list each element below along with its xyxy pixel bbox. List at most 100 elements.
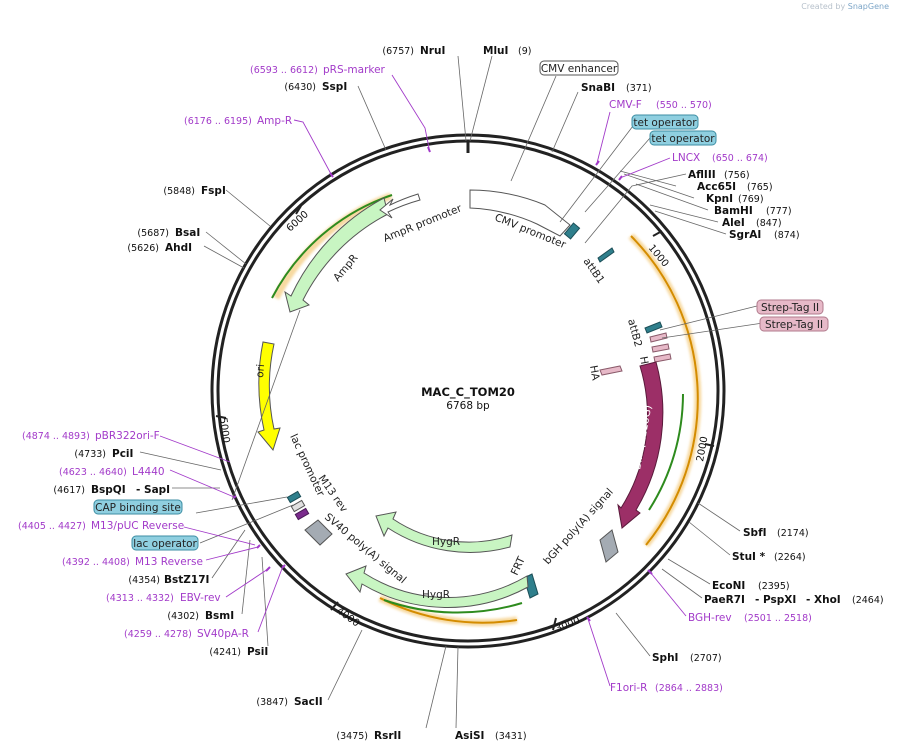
- enzyme-name: - PspXI: [755, 594, 796, 606]
- leader-line: [649, 571, 687, 617]
- leader-line: [596, 111, 611, 164]
- enzyme-name: BsmI: [205, 610, 234, 622]
- feature-box: [539, 60, 619, 76]
- orf-arc-bottom-line: [379, 597, 518, 624]
- enzyme-pos: (4354): [128, 575, 160, 586]
- primer-labels: (6593 .. 6612) pRS-marker (6176 .. 6195)…: [18, 64, 812, 694]
- enzyme-pos: (6757): [382, 46, 414, 57]
- primer-pos: (2501 .. 2518): [744, 613, 812, 624]
- leader-line: [455, 646, 459, 729]
- feature-box: [756, 299, 824, 315]
- primer-mark: [586, 616, 591, 622]
- enzyme-name: PciI: [112, 448, 133, 460]
- attb1-arrow: [597, 247, 615, 263]
- primer-leaders: [159, 74, 687, 687]
- enzyme-name: BsaI: [175, 227, 200, 239]
- leader-line: [139, 451, 222, 471]
- feature-box-label: lac operator: [133, 538, 197, 550]
- enzyme-labels: (6757) NruI MluI (9) SnaBI (371) AflIII …: [53, 45, 883, 742]
- enzyme-name: SphI: [652, 652, 678, 664]
- tick-label: 5000: [217, 417, 231, 444]
- ampr-arrow: [284, 197, 389, 313]
- leader-line: [391, 74, 430, 149]
- tick-mark: [552, 617, 557, 631]
- tick-mark: [295, 205, 302, 215]
- primer-mark: [595, 160, 600, 166]
- enzyme-pos: (2174): [777, 528, 809, 539]
- feature-box-label: CMV enhancer: [541, 63, 618, 75]
- cmv-promoter-arrow: [469, 189, 571, 237]
- snapgene-credit: Created by SnapGene: [801, 2, 889, 11]
- feature-box: [631, 114, 699, 130]
- feature-box-label: Strep-Tag II: [765, 319, 823, 331]
- leader-line: [697, 502, 741, 532]
- leader-line: [195, 496, 288, 514]
- hygr-label: HygR: [432, 536, 460, 548]
- enzyme-pos: (769): [738, 194, 764, 205]
- enzyme-pos: (874): [774, 230, 800, 241]
- enzyme-pos: (371): [626, 83, 652, 94]
- hygr-arrow-top: [375, 511, 513, 553]
- plasmid-name: MAC_C_TOM20: [421, 385, 515, 400]
- primer-pos: (4313 .. 4332): [106, 593, 174, 604]
- enzyme-pos: (4733): [74, 449, 106, 460]
- primer-name: M13 Reverse: [135, 556, 203, 568]
- backbone-outer: [210, 133, 726, 649]
- sv40-terminator: [304, 519, 333, 546]
- enzyme-pos: (2395): [758, 581, 790, 592]
- leader-line: [225, 568, 269, 598]
- enzyme-pos: (3847): [256, 697, 288, 708]
- enzyme-name: SgrAI: [729, 229, 761, 241]
- primer-pos: (4874 .. 4893): [22, 431, 90, 442]
- feature-box: [131, 535, 199, 551]
- enzyme-name: BamHI: [714, 205, 753, 217]
- feature-box-label: CAP binding site: [95, 502, 181, 514]
- tick-mark: [704, 443, 715, 447]
- leader-line: [199, 504, 294, 544]
- enzyme-name: AleI: [722, 217, 745, 229]
- leader-line: [257, 565, 284, 633]
- enzyme-pos: (756): [724, 170, 750, 181]
- primer-pos: (4259 .. 4278): [124, 629, 192, 640]
- primer-mark: [232, 495, 237, 499]
- hygr-label: HygR: [422, 589, 450, 601]
- enzyme-pos: (4241): [209, 647, 241, 658]
- enzyme-pos: (9): [518, 46, 531, 57]
- tick-label: 2000: [695, 436, 710, 463]
- primer-name: LNCX: [672, 152, 700, 164]
- enzyme-name: SbfI: [743, 527, 767, 539]
- primer-name: L4440: [132, 466, 165, 478]
- primer-name: F1ori-R: [610, 682, 647, 694]
- leader-line: [635, 183, 709, 211]
- leader-line: [327, 629, 363, 701]
- enzyme-pos: (2464): [852, 595, 884, 606]
- enzyme-pos: (5848): [163, 186, 195, 197]
- tick-mark: [652, 230, 663, 237]
- primer-name: SV40pA-R: [197, 628, 249, 640]
- primer-pos: (4623 .. 4640): [59, 467, 127, 478]
- m13-feature: [294, 507, 310, 521]
- lac-promoter-label: lac promoter: [287, 432, 327, 499]
- enzyme-name: AflIII: [688, 169, 716, 181]
- primer-name: M13/pUC Reverse: [91, 520, 184, 532]
- credit-prefix: Created by: [801, 2, 846, 11]
- enzyme-pos: (3475): [336, 731, 368, 742]
- attb2-arrow: [644, 321, 663, 334]
- leader-line: [623, 173, 695, 199]
- hygr-arrow-bottom: [345, 565, 529, 608]
- orf-green-left: [271, 194, 393, 299]
- primer-name: BGH-rev: [688, 612, 732, 624]
- leader-line: [205, 231, 247, 265]
- ampr-label: AmpR: [331, 252, 360, 284]
- frt-label: FRT: [509, 554, 528, 577]
- ampr-promoter-arrow: [379, 193, 421, 219]
- leader-line: [619, 170, 677, 187]
- enzyme-name: Acc65I: [697, 181, 736, 193]
- leader-line: [619, 157, 671, 179]
- enzyme-pos: (4302): [167, 611, 199, 622]
- enzyme-name: AsiSI: [455, 730, 484, 742]
- enzyme-pos: (847): [756, 218, 782, 229]
- leader-line: [659, 305, 758, 331]
- enzyme-pos: (5626): [127, 243, 159, 254]
- ha-tag-feature: [653, 353, 672, 363]
